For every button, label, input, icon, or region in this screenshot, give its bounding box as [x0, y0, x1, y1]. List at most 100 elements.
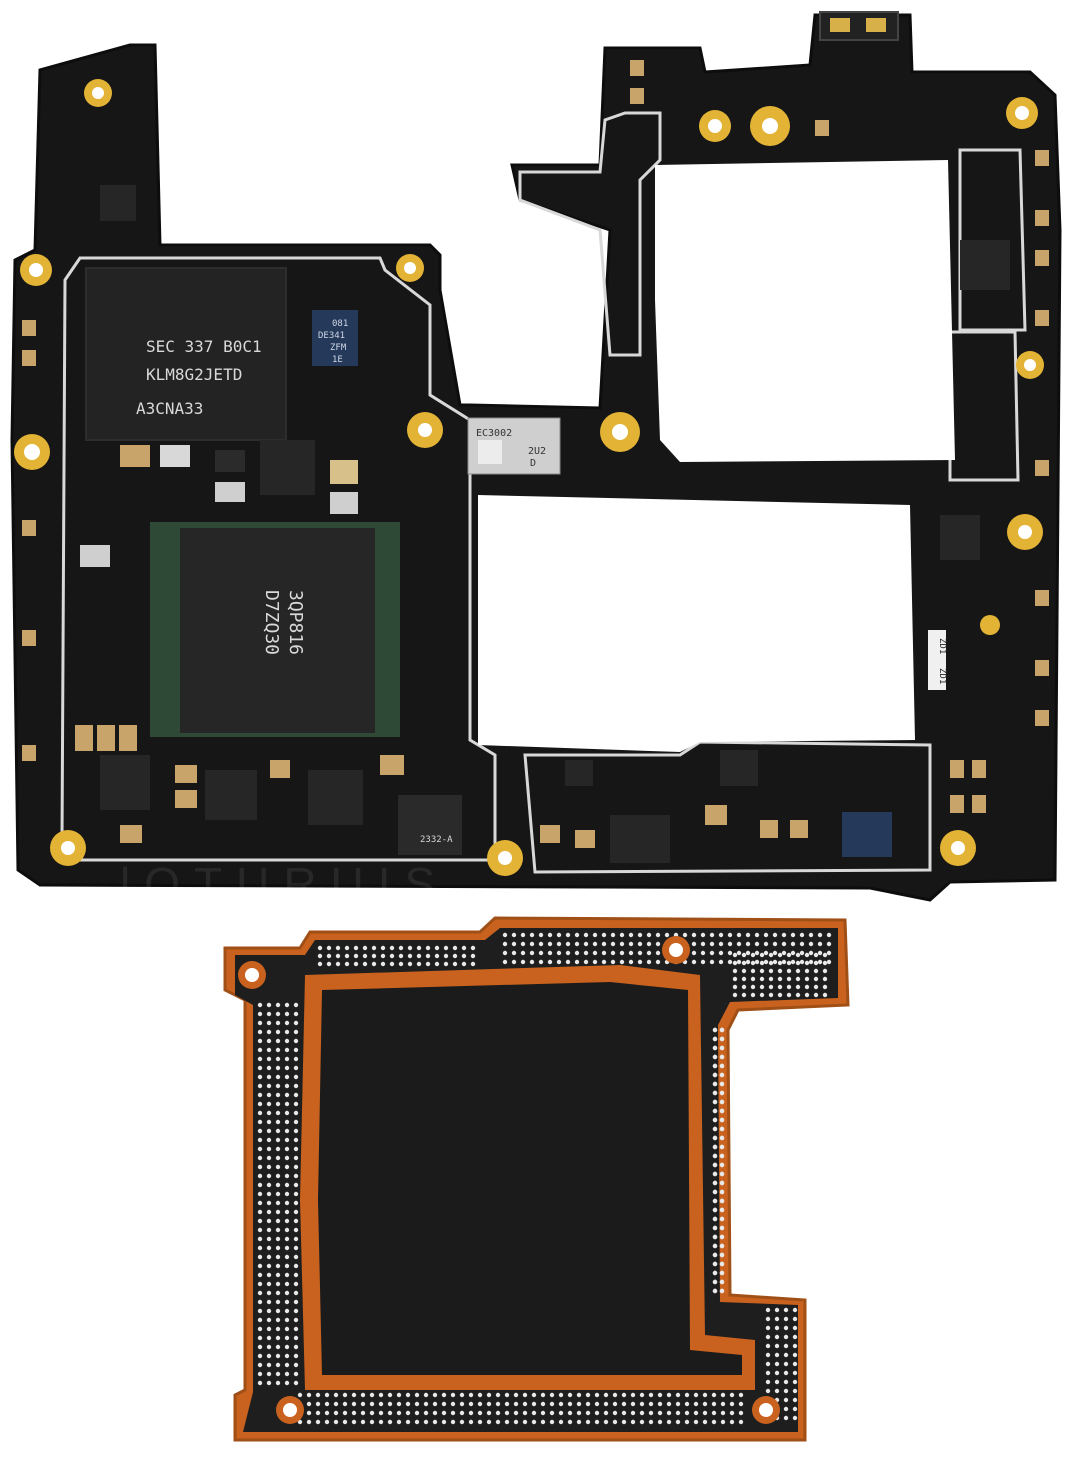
interposer-dot: [387, 1410, 393, 1416]
interposer-dot: [657, 1410, 663, 1416]
interposer-dot: [293, 1200, 299, 1206]
interposer-dot: [443, 953, 449, 959]
interposer-dot: [795, 952, 801, 958]
interposer-dot: [441, 1410, 447, 1416]
interposer-dot: [257, 1119, 263, 1125]
interposer-dot: [693, 1419, 699, 1425]
interposer-dot: [477, 1392, 483, 1398]
interposer-dot: [293, 1191, 299, 1197]
interposer-dot: [601, 959, 607, 965]
interposer-dot: [293, 1209, 299, 1215]
interposer-dot: [284, 1245, 290, 1251]
interposer-dot: [792, 1334, 798, 1340]
interposer-dot: [646, 941, 652, 947]
interposer-dot: [495, 1392, 501, 1398]
interposer-dot: [719, 1090, 725, 1096]
interposer-dot: [293, 1146, 299, 1152]
upper-cutout: [655, 160, 955, 462]
interposer-dot: [675, 1419, 681, 1425]
pmic-label: 2332-A: [420, 835, 453, 845]
interposer-dot: [284, 1002, 290, 1008]
interposer-dot: [657, 1392, 663, 1398]
interposer-dot: [520, 959, 526, 965]
interposer-dot: [333, 1419, 339, 1425]
interposer-dot: [574, 959, 580, 965]
interposer-dot: [682, 932, 688, 938]
interposer-dot: [414, 1401, 420, 1407]
flash-label-3: A3CNA33: [136, 399, 203, 418]
interposer-dot: [441, 1392, 447, 1398]
interposer-dot: [266, 1263, 272, 1269]
interposer-dot: [257, 1056, 263, 1062]
interposer-dot: [531, 1401, 537, 1407]
interposer-dot: [745, 941, 751, 947]
interposer-dot: [495, 1401, 501, 1407]
interposer-dot: [684, 1410, 690, 1416]
interposer-dot: [362, 953, 368, 959]
interposer-dot: [257, 1227, 263, 1233]
center-chip: EC3002 2U2 D: [467, 417, 561, 475]
interposer-dot: [284, 1353, 290, 1359]
interposer-dot: [293, 1110, 299, 1116]
interposer-dot: [712, 1027, 718, 1033]
interposer-dot: [293, 1299, 299, 1305]
interposer-dot: [765, 1343, 771, 1349]
interposer-dot: [284, 1227, 290, 1233]
interposer-dot: [470, 953, 476, 959]
interposer-dot: [257, 1029, 263, 1035]
interposer-dot: [293, 1353, 299, 1359]
interposer-dot: [781, 959, 787, 965]
interposer-dot: [709, 941, 715, 947]
interposer-dot: [443, 945, 449, 951]
interposer-dot: [266, 1182, 272, 1188]
interposer-dot: [284, 1011, 290, 1017]
interposer-dot: [275, 1137, 281, 1143]
interposer-dot: [754, 932, 760, 938]
interposer-dot: [592, 932, 598, 938]
interposer-dot: [700, 932, 706, 938]
interposer-dot: [603, 1410, 609, 1416]
interposer-dot: [693, 1392, 699, 1398]
interposer-dot: [612, 1401, 618, 1407]
interposer-dot: [712, 1135, 718, 1141]
interposer-dot: [804, 952, 810, 958]
interposer-dot: [284, 1056, 290, 1062]
interposer-dot: [826, 941, 832, 947]
interposer-dot: [540, 1401, 546, 1407]
interposer-dot: [765, 1352, 771, 1358]
gold-mounting-holes: [14, 79, 1044, 876]
interposer-dot: [293, 1290, 299, 1296]
center-chip-label-3: D: [530, 458, 536, 469]
interposer-dot: [293, 1182, 299, 1188]
interposer-dot: [266, 1362, 272, 1368]
interposer-dot: [266, 1227, 272, 1233]
zd-labels: ZD1 ZD1: [928, 630, 947, 690]
interposer-dot: [266, 1146, 272, 1152]
interposer-dot: [765, 1379, 771, 1385]
interposer-dot: [813, 952, 819, 958]
interposer-dot: [664, 932, 670, 938]
interposer-dot: [257, 1038, 263, 1044]
interposer-dot: [450, 1392, 456, 1398]
interposer-dot: [452, 945, 458, 951]
interposer-dot: [369, 1419, 375, 1425]
interposer-dot: [434, 961, 440, 967]
interposer-dot: [804, 976, 810, 982]
interposer-dot: [459, 1410, 465, 1416]
interposer-dot: [576, 1401, 582, 1407]
interposer-dot: [594, 1392, 600, 1398]
interposer-dot: [711, 1392, 717, 1398]
interposer-dot: [792, 1415, 798, 1421]
interposer-dot: [275, 1092, 281, 1098]
interposer-dot: [257, 1182, 263, 1188]
interposer-dot: [529, 932, 535, 938]
interposer-dot: [790, 959, 796, 965]
interposer-dot: [675, 1392, 681, 1398]
interposer-dot: [380, 961, 386, 967]
interposer-dot: [648, 1419, 654, 1425]
interposer-dot: [275, 1209, 281, 1215]
interposer-dot: [293, 1245, 299, 1251]
interposer-dot: [275, 1308, 281, 1314]
interposer-dot: [783, 1316, 789, 1322]
